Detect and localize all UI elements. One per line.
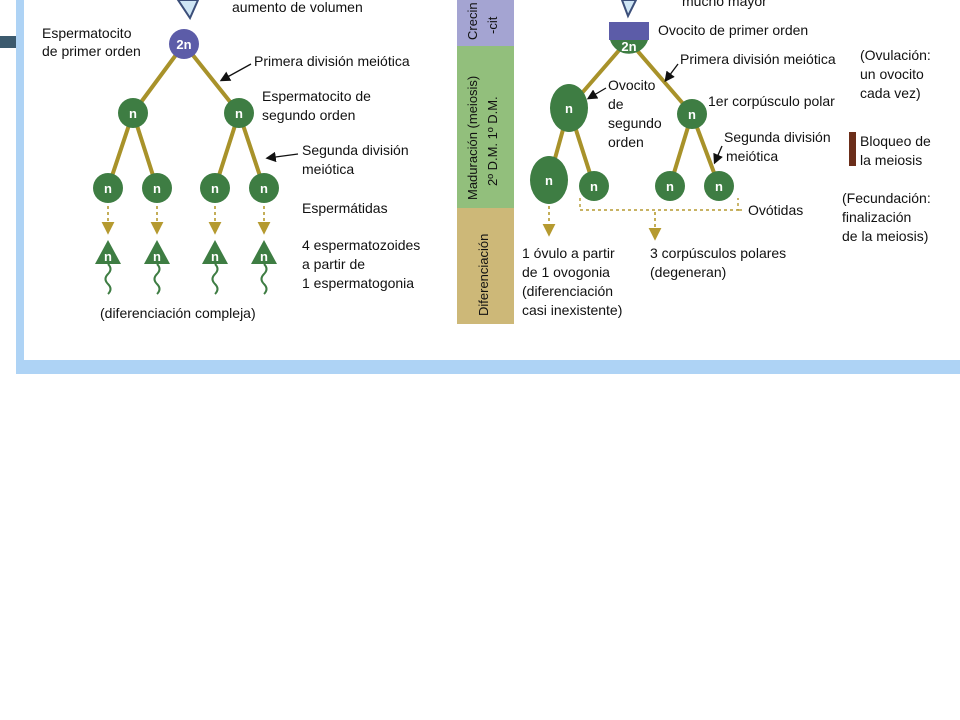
female-differentiation-arrows <box>542 206 662 241</box>
female-fecundacion-label: (Fecundación: <box>842 190 931 206</box>
female-polar-body-label: n <box>590 179 598 194</box>
female-first-division-pointer <box>664 63 679 83</box>
female-bloqueo-label: Bloqueo de <box>860 133 931 149</box>
male-spermatozoon-label: n <box>104 249 112 264</box>
female-second-division-label: meiótica <box>726 148 778 164</box>
male-spermatid-cell <box>142 173 172 203</box>
female-fecundacion-label: de la meiosis) <box>842 228 928 244</box>
female-polar1-label: 1er corpúsculo polar <box>708 93 835 109</box>
female-polar-bodies-label: (degeneran) <box>650 264 726 280</box>
male-spermatozoon-label: n <box>153 249 161 264</box>
band-maduracion <box>457 46 514 208</box>
male-first-division-pointer <box>219 63 252 82</box>
male-spermatids-label: Espermátidas <box>302 200 388 216</box>
male-precursor-cone <box>176 0 200 21</box>
male-secondary-cell-label: n <box>129 106 137 121</box>
female-polar-body-1-label: n <box>688 107 696 122</box>
female-secondary-label: orden <box>608 134 644 150</box>
band-diferenciacion-label: Diferenciación <box>476 234 491 316</box>
male-second-division-label: Segunda división <box>302 142 409 158</box>
female-precursor-cone <box>620 0 638 19</box>
female-ovum-label: (diferenciación <box>522 283 613 299</box>
male-differentiation-label: (diferenciación compleja) <box>100 305 256 321</box>
band-crecimiento <box>457 0 514 46</box>
female-ovulation-label: (Ovulación: <box>860 47 931 63</box>
female-second-division-label: Segunda división <box>724 129 831 145</box>
male-spermatid-cell <box>200 173 230 203</box>
male-result-label: 1 espermatogonia <box>302 275 414 291</box>
female-ovulation-label: cada vez) <box>860 85 921 101</box>
male-spermatid-label: n <box>260 181 268 196</box>
male-spermatozoon: n <box>144 240 170 295</box>
female-ootid <box>530 156 568 204</box>
female-primary-label: Ovocito de primer orden <box>658 22 808 38</box>
female-polar-body <box>579 171 609 201</box>
male-first-division-label: Primera división meiótica <box>254 53 410 69</box>
male-second-division-pointer <box>265 151 299 163</box>
male-spermatozoon: n <box>202 240 228 295</box>
male-top-text: aumento de volumen <box>232 0 363 15</box>
band-maduracion-label: Maduración (meiosis) <box>465 76 480 200</box>
slide-bottom-stripe <box>16 360 960 374</box>
male-spermatozoon-label: n <box>260 249 268 264</box>
slide-accent-bar <box>0 36 16 48</box>
female-ovulation-label: un ovocito <box>860 66 924 82</box>
band-diferenciacion <box>457 208 514 324</box>
female-secondary-pointer <box>586 87 607 100</box>
male-spermatozoon: n <box>251 240 277 295</box>
male-diploid-label: 2n <box>176 37 191 52</box>
female-first-division-label: Primera división meiótica <box>680 51 836 67</box>
female-primary-oocyte <box>609 22 649 54</box>
female-ovum-label: casi inexistente) <box>522 302 622 318</box>
female-polar-body-label: n <box>666 179 674 194</box>
male-differentiation-arrows <box>101 206 271 235</box>
male-spermatid-cell <box>93 173 123 203</box>
female-polar-bodies-label: 3 corpúsculos polares <box>650 245 786 261</box>
male-spermatid-cell <box>249 173 279 203</box>
female-ovotids-label: Ovótidas <box>748 202 803 218</box>
female-secondary-label: de <box>608 96 624 112</box>
male-secondary-label: Espermatocito de <box>262 88 371 104</box>
female-bloqueo-label: la meiosis <box>860 152 922 168</box>
female-second-division-pointer <box>713 145 723 165</box>
female-ovum-label: 1 óvulo a partir <box>522 245 615 261</box>
male-spermatid-label: n <box>211 181 219 196</box>
bloqueo-marker <box>849 132 856 166</box>
male-result-label: a partir de <box>302 256 365 272</box>
female-secondary-label: segundo <box>608 115 662 131</box>
male-diploid-cell <box>169 29 199 59</box>
female-secondary-label: Ovocito <box>608 77 656 93</box>
band-crecimiento-label: Crecin <box>465 2 480 40</box>
band-maduracion-label: 2º D.M. 1º D.M. <box>485 96 500 186</box>
female-secondary-oocyte-label: n <box>565 101 573 116</box>
male-spermatozoon-label: n <box>211 249 219 264</box>
male-spermatozoon: n <box>95 240 121 295</box>
female-secondary-oocyte <box>550 84 588 132</box>
female-polar-body <box>655 171 685 201</box>
male-spermatid-label: n <box>104 181 112 196</box>
male-spermatid-label: n <box>153 181 161 196</box>
male-secondary-label: segundo orden <box>262 107 355 123</box>
male-secondary-cell <box>118 98 148 128</box>
female-top-text: mucho mayor <box>682 0 767 9</box>
female-polar-bracket <box>579 198 739 211</box>
female-polar-body <box>704 171 734 201</box>
female-ootid-label: n <box>545 173 553 188</box>
slide-left-stripe <box>16 0 24 374</box>
male-result-label: 4 espermatozoides <box>302 237 420 253</box>
female-diploid-label: 2n <box>621 39 636 54</box>
male-secondary-cell <box>224 98 254 128</box>
male-primary-label: Espermatocito <box>42 25 132 41</box>
female-fecundacion-label: finalización <box>842 209 911 225</box>
male-secondary-cell-label: n <box>235 106 243 121</box>
female-polar-body-label: n <box>715 179 723 194</box>
male-second-division-label: meiótica <box>302 161 354 177</box>
female-polar-body-1 <box>677 99 707 129</box>
male-primary-label: de primer orden <box>42 43 141 59</box>
band-crecimiento-label: -cit <box>485 16 500 34</box>
female-ovum-label: de 1 ovogonia <box>522 264 610 280</box>
